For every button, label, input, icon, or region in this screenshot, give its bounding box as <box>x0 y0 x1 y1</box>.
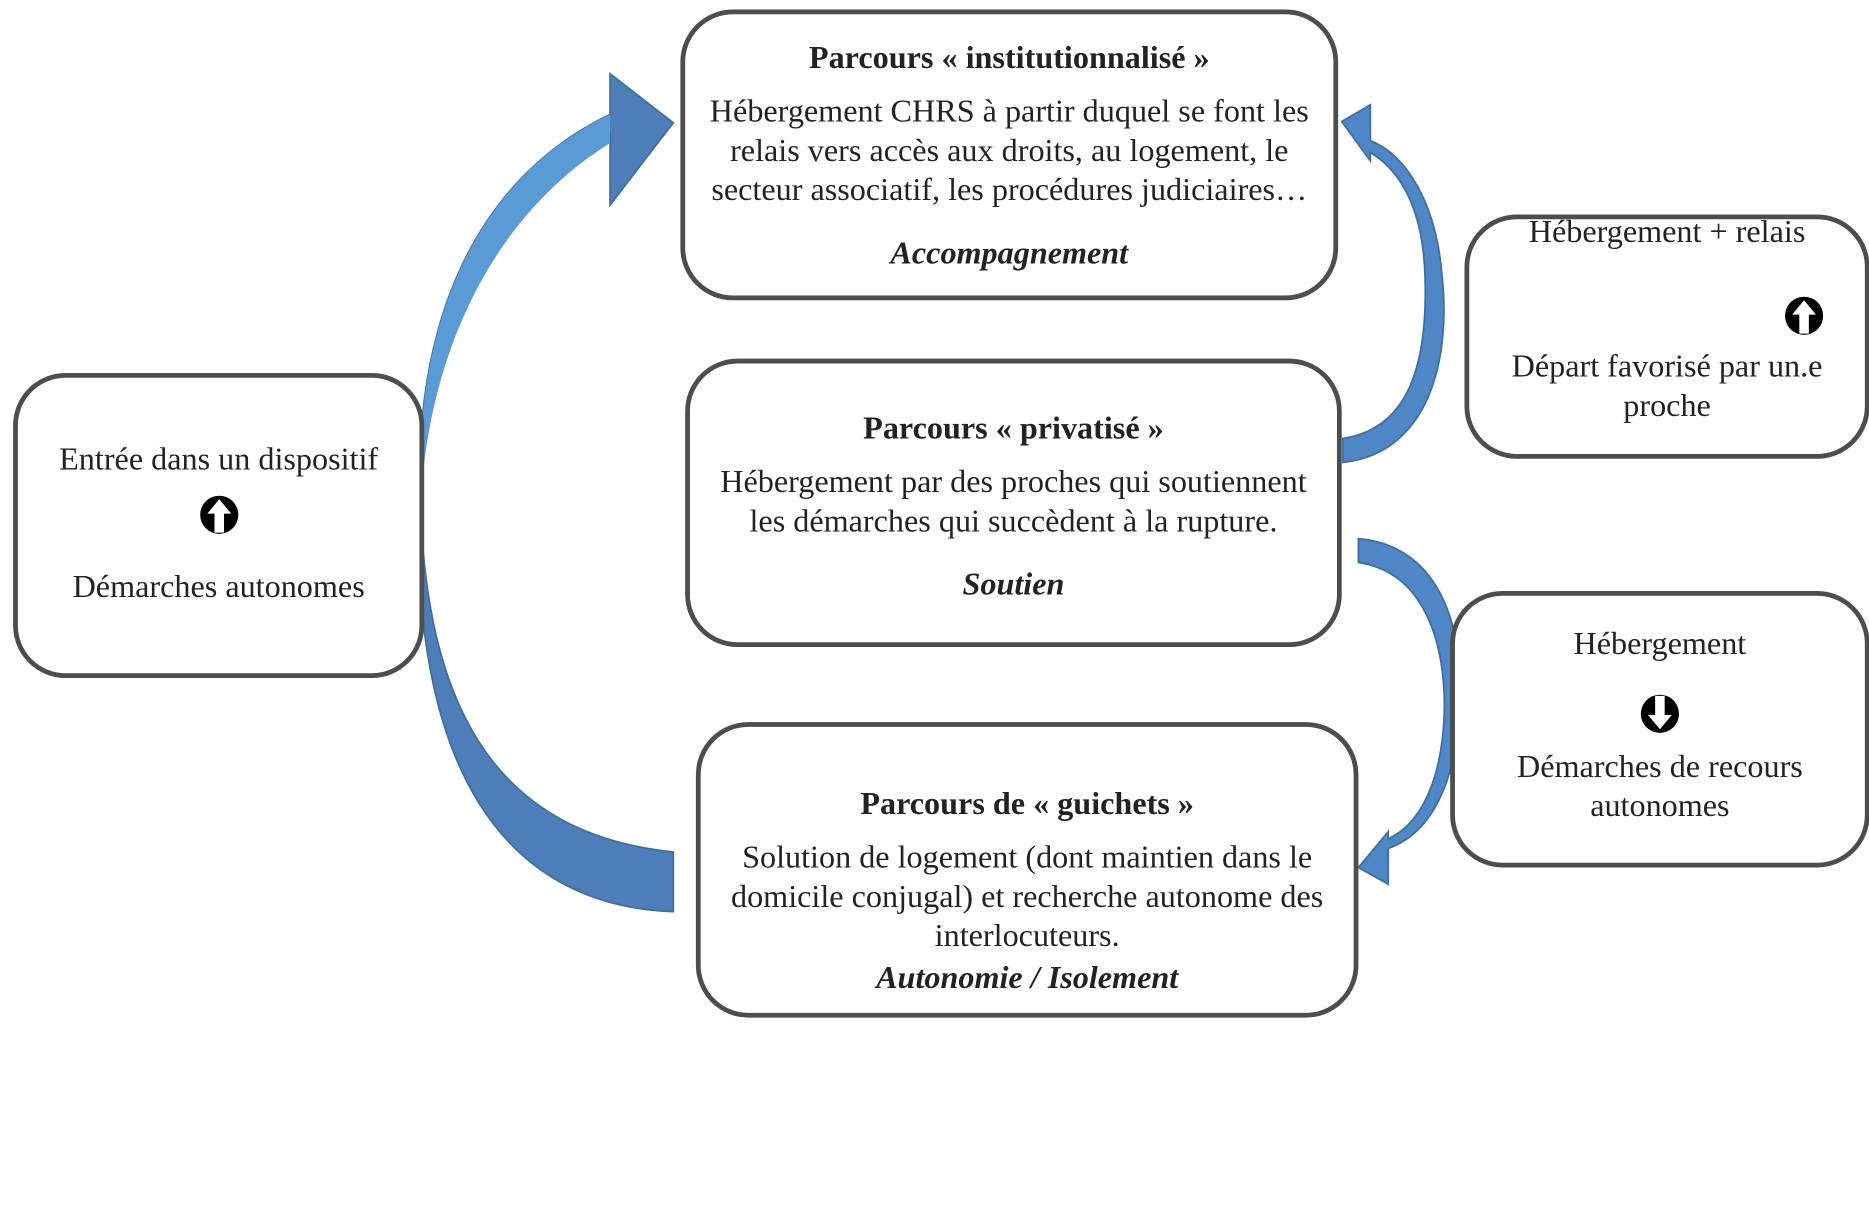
housing-box: Hébergement Démarches de recours autonom… <box>1450 591 1869 868</box>
institutional-path-role: Accompagnement <box>890 234 1129 271</box>
institutional-path-body: Hébergement CHRS à partir duquel se font… <box>709 92 1309 208</box>
lower-right-arrow <box>1357 537 1462 886</box>
relay-box: Hébergement + relais Départ favorisé par… <box>1464 213 1869 459</box>
down-arrow-circle-icon <box>1640 694 1679 733</box>
up-arrow-circle-icon <box>199 495 238 534</box>
private-path-body: Hébergement par des proches qui soutienn… <box>720 463 1307 539</box>
private-path-title: Parcours « privatisé » <box>863 409 1164 446</box>
entry-top-text: Entrée dans un dispositif <box>59 440 379 477</box>
housing-top-text: Hébergement <box>1573 625 1747 662</box>
entry-bottom-text: Démarches autonomes <box>72 568 365 605</box>
private-path-role: Soutien <box>962 566 1065 602</box>
up-arrow-circle-icon <box>1785 296 1824 335</box>
institutional-path-title: Parcours « institutionnalisé » <box>808 39 1210 76</box>
relay-bottom-text: Départ favorisé par un.e proche <box>1511 347 1823 424</box>
upper-right-arrow <box>1340 103 1445 464</box>
private-path-box: Parcours « privatisé » Hébergement par d… <box>685 358 1342 648</box>
institutional-path-box: Parcours « institutionnalisé » Hébergeme… <box>680 9 1339 301</box>
counters-path-title: Parcours de « guichets » <box>860 785 1194 822</box>
counters-path-role: Autonomie / Isolement <box>876 959 1179 995</box>
left-curved-arrow-highlight <box>419 114 611 513</box>
counters-path-body: Solution de logement (dont maintien dans… <box>731 838 1324 954</box>
left-curved-arrow <box>418 72 675 913</box>
entry-box: Entrée dans un dispositif Démarches auto… <box>13 372 425 679</box>
relay-top-text: Hébergement + relais <box>1528 213 1806 250</box>
housing-bottom-text: Démarches de recours autonomes <box>1516 748 1803 824</box>
counters-path-box: Parcours de « guichets » Solution de log… <box>695 722 1359 1018</box>
